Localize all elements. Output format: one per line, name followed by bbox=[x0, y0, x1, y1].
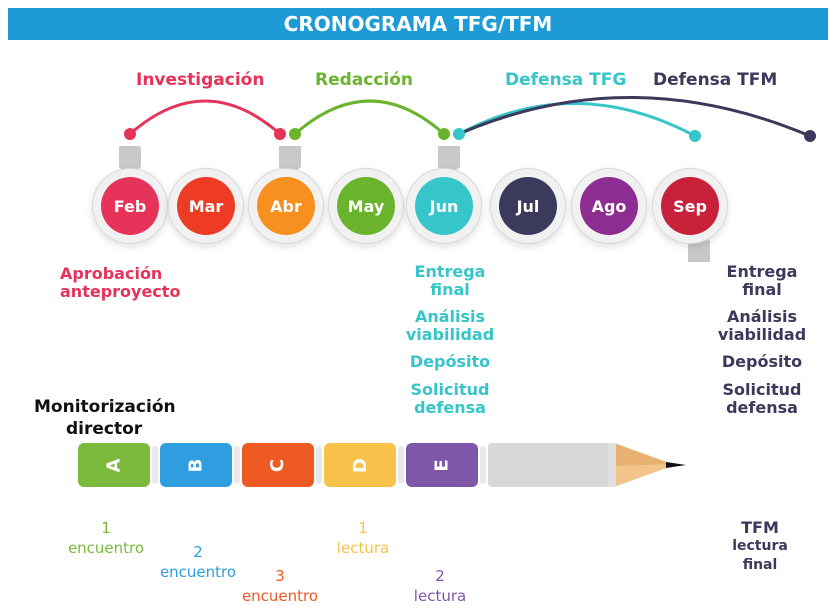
month-jul: Jul bbox=[499, 177, 557, 235]
meeting-1-text: encuentro bbox=[67, 539, 145, 557]
dot-redaccion-end bbox=[438, 128, 450, 140]
jun-analisis-line2: viabilidad bbox=[405, 325, 495, 344]
page-title: CRONOGRAMA TFG/TFM bbox=[283, 12, 553, 36]
milestone-aprobacion: Aprobación anteproyecto bbox=[60, 265, 200, 301]
tfm-line3: final bbox=[742, 557, 778, 573]
jun-analisis-viabilidad: Análisis viabilidad bbox=[385, 308, 515, 344]
phase-arcs bbox=[124, 96, 816, 142]
meeting-3-text: encuentro bbox=[241, 587, 319, 605]
pencil-separator bbox=[480, 446, 486, 484]
tfm-line1: TFM bbox=[741, 518, 779, 537]
pencil-segment-e-label: E bbox=[431, 458, 453, 472]
arc-defensa-tfm bbox=[458, 96, 811, 138]
sep-entrega-line2: final bbox=[742, 280, 782, 299]
jun-solicitud-line1: Solicitud bbox=[410, 380, 490, 399]
tfm-line2: lectura bbox=[732, 538, 788, 554]
sep-solicitud-defensa: Solicitud defensa bbox=[697, 381, 827, 417]
pencil-segment-d: D bbox=[324, 443, 396, 487]
pencil-segment-b: B bbox=[160, 443, 232, 487]
dot-investigacion-start bbox=[124, 128, 136, 140]
monitorizacion-line1: Monitorización bbox=[34, 397, 176, 417]
sep-analisis-line1: Análisis bbox=[726, 307, 798, 326]
jun-solicitud-line2: defensa bbox=[414, 398, 486, 417]
pointer-sep bbox=[688, 232, 710, 262]
pencil-segment-a-label: A bbox=[103, 458, 125, 472]
dot-investigacion-end bbox=[274, 128, 286, 140]
jun-entrega-line2: final bbox=[430, 280, 470, 299]
meeting-2-encuentro: 2 encuentro bbox=[150, 542, 246, 582]
sep-entrega-line1: Entrega bbox=[726, 262, 798, 281]
jun-deposito: Depósito bbox=[409, 352, 491, 371]
month-abr: Abr bbox=[257, 177, 315, 235]
pencil-tip bbox=[608, 443, 686, 487]
meeting-1-num: 1 bbox=[101, 519, 111, 537]
monitorizacion-director: Monitorización director bbox=[34, 396, 176, 440]
sep-deposito: Depósito bbox=[721, 352, 803, 371]
sep-solicitud-line2: defensa bbox=[726, 398, 798, 417]
sep-analisis-line2: viabilidad bbox=[717, 325, 807, 344]
dot-defensa-start bbox=[453, 128, 465, 140]
lectura-1-num: 1 bbox=[358, 519, 368, 537]
pointer-feb bbox=[119, 146, 141, 176]
pencil-separator bbox=[398, 446, 404, 484]
meeting-3-num: 3 bbox=[275, 567, 285, 585]
meeting-3-encuentro: 3 encuentro bbox=[232, 566, 328, 606]
meeting-1-encuentro: 1 encuentro bbox=[58, 518, 154, 558]
dot-defensa-tfg-end bbox=[689, 130, 701, 142]
tfm-lectura-final: TFM lectura final bbox=[710, 518, 810, 575]
meeting-2-lectura: 2 lectura bbox=[392, 566, 488, 606]
pencil-segment-b-label: B bbox=[185, 458, 207, 472]
month-sep: Sep bbox=[661, 177, 719, 235]
dot-defensa-tfm-end bbox=[804, 130, 816, 142]
jun-analisis-line1: Análisis bbox=[414, 307, 486, 326]
phase-defensa-tfg: Defensa TFG bbox=[505, 70, 627, 90]
milestone-aprobacion-line1: Aprobación bbox=[60, 264, 163, 283]
pencil-separator bbox=[234, 446, 240, 484]
jun-entrega-final: Entrega final bbox=[385, 263, 515, 299]
month-ago: Ago bbox=[580, 177, 638, 235]
phase-investigacion: Investigación bbox=[136, 70, 265, 90]
pencil-empty-segment bbox=[488, 443, 610, 487]
month-may: May bbox=[337, 177, 395, 235]
pencil-segment-d-label: D bbox=[349, 457, 371, 473]
lectura-2-num: 2 bbox=[435, 567, 445, 585]
meeting-2-num: 2 bbox=[193, 543, 203, 561]
arc-redaccion bbox=[294, 99, 445, 136]
phase-redaccion: Redacción bbox=[315, 70, 414, 90]
month-feb: Feb bbox=[101, 177, 159, 235]
title-banner: CRONOGRAMA TFG/TFM bbox=[8, 8, 828, 40]
lectura-1-text: lectura bbox=[336, 539, 390, 557]
pencil-separator bbox=[316, 446, 322, 484]
meeting-2-text: encuentro bbox=[159, 563, 237, 581]
pencil-segment-c: C bbox=[242, 443, 314, 487]
monitorizacion-line2: director bbox=[66, 419, 143, 439]
pencil-segment-c-label: C bbox=[267, 458, 289, 472]
month-jun: Jun bbox=[415, 177, 473, 235]
pencil-segment-e: E bbox=[406, 443, 478, 487]
lectura-2-text: lectura bbox=[413, 587, 467, 605]
sep-entrega-final: Entrega final bbox=[697, 263, 827, 299]
jun-entrega-line1: Entrega bbox=[414, 262, 486, 281]
pointer-abr bbox=[279, 146, 301, 176]
sep-analisis-viabilidad: Análisis viabilidad bbox=[697, 308, 827, 344]
month-mar: Mar bbox=[177, 177, 235, 235]
jun-solicitud-defensa: Solicitud defensa bbox=[385, 381, 515, 417]
phase-defensa-tfm: Defensa TFM bbox=[653, 70, 778, 90]
arc-defensa-tfg bbox=[458, 102, 696, 138]
dot-redaccion-start bbox=[289, 128, 301, 140]
pencil-separator bbox=[152, 446, 158, 484]
milestone-aprobacion-line2: anteproyecto bbox=[60, 282, 181, 301]
pencil-segment-a: A bbox=[78, 443, 150, 487]
sep-solicitud-line1: Solicitud bbox=[722, 380, 802, 399]
meeting-1-lectura: 1 lectura bbox=[315, 518, 411, 558]
arc-investigacion bbox=[129, 99, 281, 136]
pointer-jun bbox=[438, 146, 460, 176]
